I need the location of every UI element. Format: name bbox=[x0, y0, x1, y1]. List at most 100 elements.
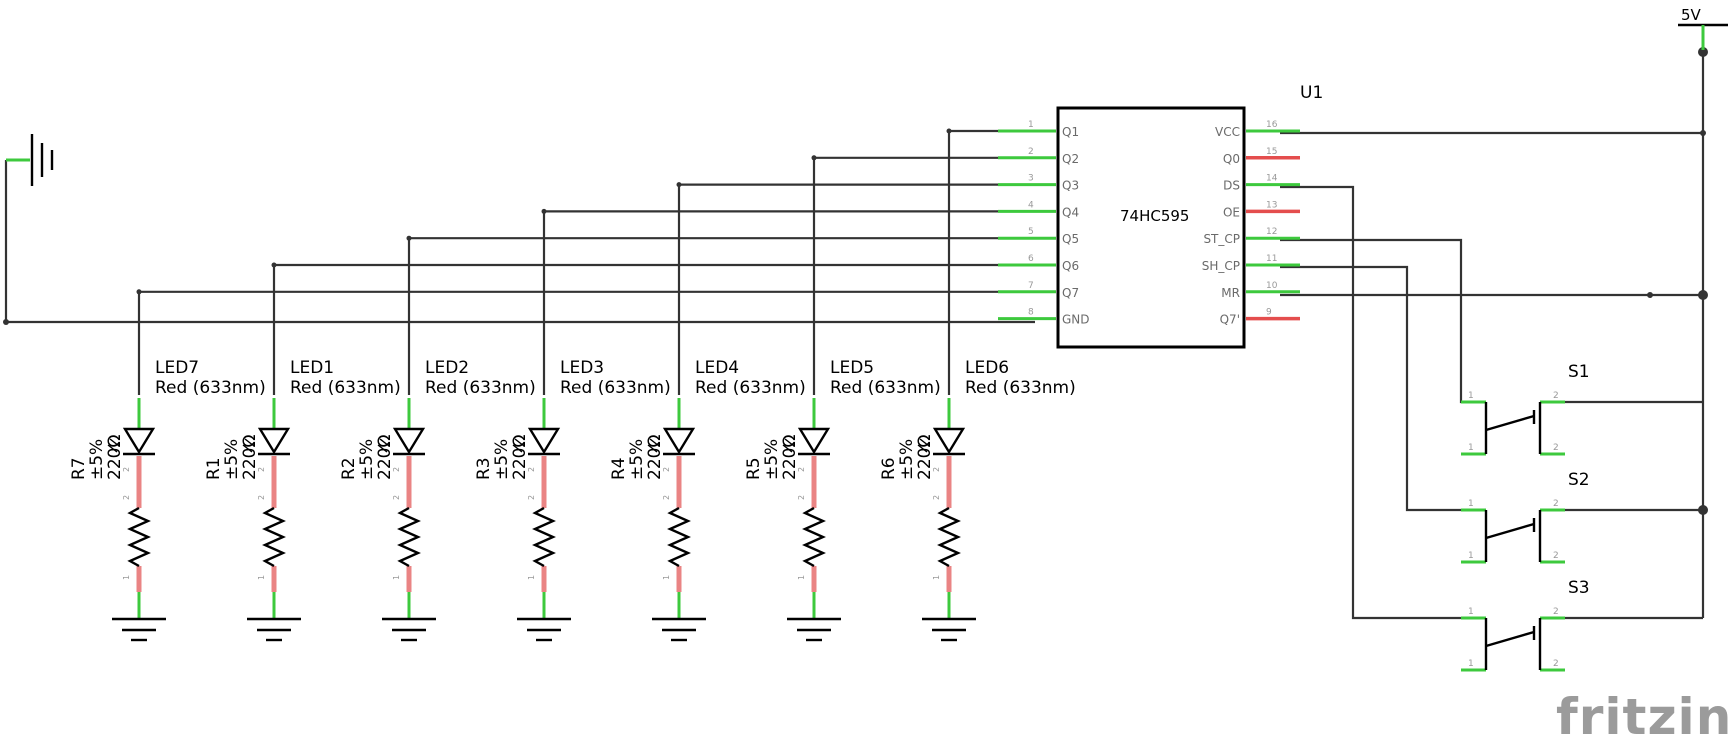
led-color-label: Red (633nm) bbox=[155, 378, 266, 398]
led-diode-icon[interactable] bbox=[392, 427, 426, 455]
chip-pin-name: Q0 bbox=[1223, 152, 1240, 166]
switch-lever-icon[interactable] bbox=[1485, 522, 1535, 540]
led-color-label: Red (633nm) bbox=[560, 378, 671, 398]
resistor-pin-number: 1 bbox=[257, 575, 266, 580]
chip-pin-name: ST_CP bbox=[1203, 232, 1240, 246]
chip-pin-number: 2 bbox=[1028, 147, 1034, 157]
resistor-tolerance-label: ±5% bbox=[222, 439, 242, 480]
switch-pin-number: 2 bbox=[1553, 607, 1559, 617]
stcp-wire bbox=[1280, 238, 1475, 404]
wire-bend-dot bbox=[541, 208, 547, 214]
led-color-label: Red (633nm) bbox=[425, 378, 536, 398]
resistor-pin-number: 1 bbox=[122, 575, 131, 580]
wire-bend-dot bbox=[271, 262, 277, 268]
resistor-value-label: 220Ω bbox=[645, 435, 665, 480]
led-color-label: Red (633nm) bbox=[695, 378, 806, 398]
wires bbox=[4, 30, 1705, 620]
chip-part-label: 74HC595 bbox=[1120, 207, 1189, 225]
led-diode-icon[interactable] bbox=[797, 427, 831, 455]
junction-dot bbox=[3, 319, 9, 325]
chip-pin-number: 1 bbox=[1028, 120, 1034, 130]
resistor-zigzag-icon[interactable] bbox=[397, 506, 421, 568]
led-ref-label: LED3 bbox=[560, 358, 604, 378]
resistor-tolerance-label: ±5% bbox=[897, 439, 917, 480]
chip-pin-name: SH_CP bbox=[1202, 259, 1240, 273]
chip-pin-number: 16 bbox=[1266, 120, 1278, 130]
led-diode-icon[interactable] bbox=[257, 427, 291, 455]
resistor-zigzag-icon[interactable] bbox=[262, 506, 286, 568]
junction-dot bbox=[1647, 292, 1653, 298]
led-emission-arrows-icon bbox=[242, 438, 255, 453]
resistor-value-label: 220Ω bbox=[915, 435, 935, 480]
resistor-zigzag-icon[interactable] bbox=[532, 506, 556, 568]
chip-pin-name: VCC bbox=[1215, 125, 1240, 139]
resistor-zigzag-icon[interactable] bbox=[667, 506, 691, 568]
resistor-zigzag-icon[interactable] bbox=[937, 506, 961, 568]
resistor-pin-number: 2 bbox=[662, 467, 671, 472]
resistor-value-label: 220Ω bbox=[375, 435, 395, 480]
resistor-pin-number: 1 bbox=[662, 575, 671, 580]
chip-pin-number: 3 bbox=[1028, 174, 1034, 184]
resistor-pin-number: 2 bbox=[122, 495, 131, 500]
switch-lever-icon[interactable] bbox=[1485, 630, 1535, 648]
power-label: 5V bbox=[1681, 6, 1702, 24]
chip-pin-name: DS bbox=[1223, 179, 1240, 193]
shcp-wire bbox=[1280, 265, 1475, 512]
resistor-ref-label: R2 bbox=[339, 457, 359, 480]
chip-pin-number: 4 bbox=[1028, 200, 1034, 210]
resistor-ref-label: R7 bbox=[69, 457, 89, 480]
chip-pin-number: 7 bbox=[1028, 281, 1034, 291]
led-ref-label: LED5 bbox=[830, 358, 874, 378]
switch-pin-number: 1 bbox=[1468, 391, 1474, 401]
resistor-ref-label: R1 bbox=[204, 457, 224, 480]
resistor-pin-number: 2 bbox=[257, 495, 266, 500]
resistor-ref-label: R5 bbox=[744, 457, 764, 480]
resistor-value-label: 220Ω bbox=[240, 435, 260, 480]
resistor-pin-number: 2 bbox=[662, 495, 671, 500]
switch-ref-label: S3 bbox=[1568, 578, 1590, 598]
power-5v-symbol: 5V bbox=[1678, 6, 1728, 50]
led-diode-icon[interactable] bbox=[932, 427, 966, 455]
led-output-wires bbox=[137, 129, 998, 395]
led-emission-arrows-icon bbox=[377, 438, 390, 453]
chip-pin-number: 9 bbox=[1266, 308, 1272, 318]
chip-pin-name: Q2 bbox=[1062, 152, 1079, 166]
junction-dot bbox=[1698, 505, 1708, 515]
led-color-label: Red (633nm) bbox=[290, 378, 401, 398]
chip-pin-number: 5 bbox=[1028, 227, 1034, 237]
resistor-ref-label: R4 bbox=[609, 457, 629, 480]
resistor-pin-number: 1 bbox=[527, 575, 536, 580]
chip-pin-name: Q3 bbox=[1062, 179, 1079, 193]
resistor-zigzag-icon[interactable] bbox=[127, 506, 151, 568]
led-ref-label: LED4 bbox=[695, 358, 739, 378]
resistor-pin-number: 2 bbox=[527, 467, 536, 472]
led-diode-icon[interactable] bbox=[662, 427, 696, 455]
led-ref-label: LED7 bbox=[155, 358, 199, 378]
chip-pin-number: 13 bbox=[1266, 200, 1277, 210]
led-diode-icon[interactable] bbox=[122, 427, 156, 455]
led-signal-wire bbox=[947, 129, 998, 395]
chip-pin-name: MR bbox=[1221, 286, 1240, 300]
fritzing-watermark: fritzing bbox=[1556, 688, 1731, 744]
resistor-pin-number: 2 bbox=[527, 495, 536, 500]
chip-pin-name: OE bbox=[1223, 205, 1240, 219]
resistor-pin-number: 2 bbox=[257, 467, 266, 472]
resistor-pin-number: 2 bbox=[932, 467, 941, 472]
switch-lever-icon[interactable] bbox=[1485, 414, 1535, 432]
led-diode-icon[interactable] bbox=[527, 427, 561, 455]
resistor-zigzag-icon[interactable] bbox=[802, 506, 826, 568]
